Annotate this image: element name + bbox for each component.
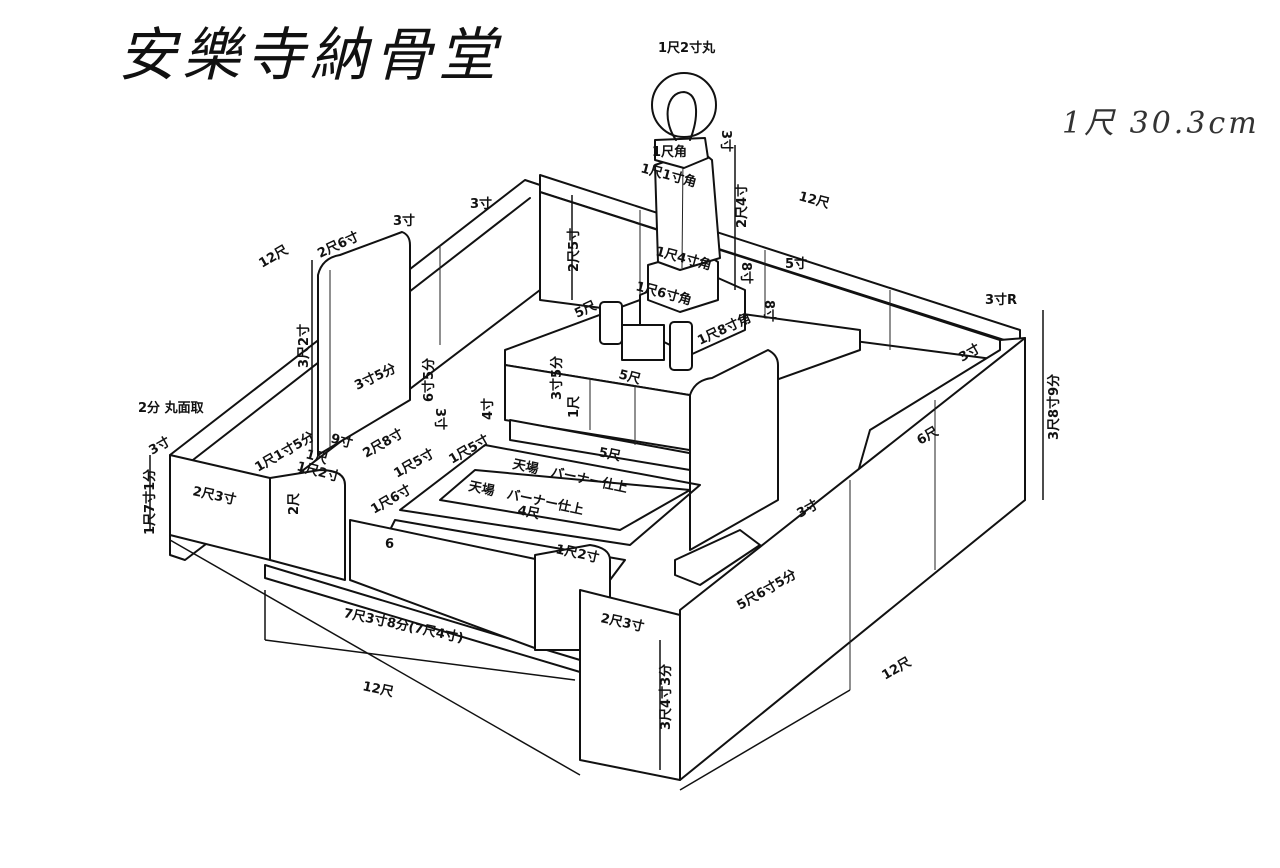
- label-base-h: 8寸: [738, 262, 754, 284]
- right-tablet: [674, 349, 779, 586]
- incense-holders: [599, 301, 693, 371]
- label-chamfer-note: 2分 丸面取: [138, 400, 205, 416]
- left-tablet: [317, 231, 411, 456]
- label-plat-top: 5尺: [617, 367, 642, 387]
- monument-finial: [651, 72, 717, 141]
- label-step-h: 3寸: [432, 408, 448, 430]
- monument-shaft: [654, 137, 721, 271]
- label-plat-h2: 1尺: [567, 396, 582, 418]
- label-back-wall-w: 3寸: [470, 196, 492, 212]
- drawing-title: 安樂寺納骨堂: [118, 21, 503, 89]
- label-p4: 4寸: [480, 398, 496, 420]
- front-step: [264, 519, 581, 673]
- label-base2-h: 8寸: [761, 300, 777, 322]
- label-top-sq: 1尺角: [652, 144, 687, 160]
- label-plat-h: 3寸5分: [549, 356, 565, 400]
- label-back-wall-h: 2尺5寸: [566, 228, 582, 272]
- label-back-top-w: 5寸: [785, 256, 807, 272]
- label-back-len: 12尺: [797, 189, 831, 212]
- left-front-post: [169, 454, 346, 581]
- label-p3: 1尺5寸: [446, 432, 492, 468]
- label-foot-h: 6寸5分: [421, 358, 437, 402]
- label-corner-r: 3寸R: [985, 292, 1017, 308]
- label-left-h: 1尺7寸1分: [142, 469, 158, 535]
- label-left-len: 12尺: [257, 243, 291, 272]
- label-front-total: 12尺: [361, 679, 395, 700]
- label-inner-w: 4尺: [516, 503, 541, 522]
- right-front-post: [534, 544, 681, 781]
- label-a3: 1尺: [304, 447, 329, 467]
- right-wall: [679, 337, 1026, 781]
- label-slab-h: 3尺2寸: [296, 324, 312, 368]
- label-slab-t: 3寸: [393, 213, 415, 229]
- label-six: 6: [385, 537, 394, 552]
- label-right-h: 3尺8寸9分: [1046, 374, 1062, 440]
- label-left-wall-w: 3寸: [146, 434, 173, 459]
- label-a2: 9寸: [329, 430, 354, 451]
- label-front-h: 3尺4寸3分: [658, 664, 674, 730]
- label-neck-h: 3寸: [718, 130, 734, 152]
- label-p1: 1尺5寸: [391, 446, 437, 482]
- label-plat-front: 5尺: [597, 445, 622, 464]
- label-post-h: 2尺: [287, 493, 302, 515]
- label-shaft-h: 2尺4寸: [734, 184, 750, 228]
- scale-note: 1尺 30.3cm: [1062, 106, 1260, 141]
- label-a4: 2尺8寸: [360, 426, 406, 462]
- label-sphere: 1尺2寸丸: [658, 40, 716, 56]
- dimension-lines: [149, 145, 1044, 791]
- label-right-total: 12尺: [880, 655, 914, 684]
